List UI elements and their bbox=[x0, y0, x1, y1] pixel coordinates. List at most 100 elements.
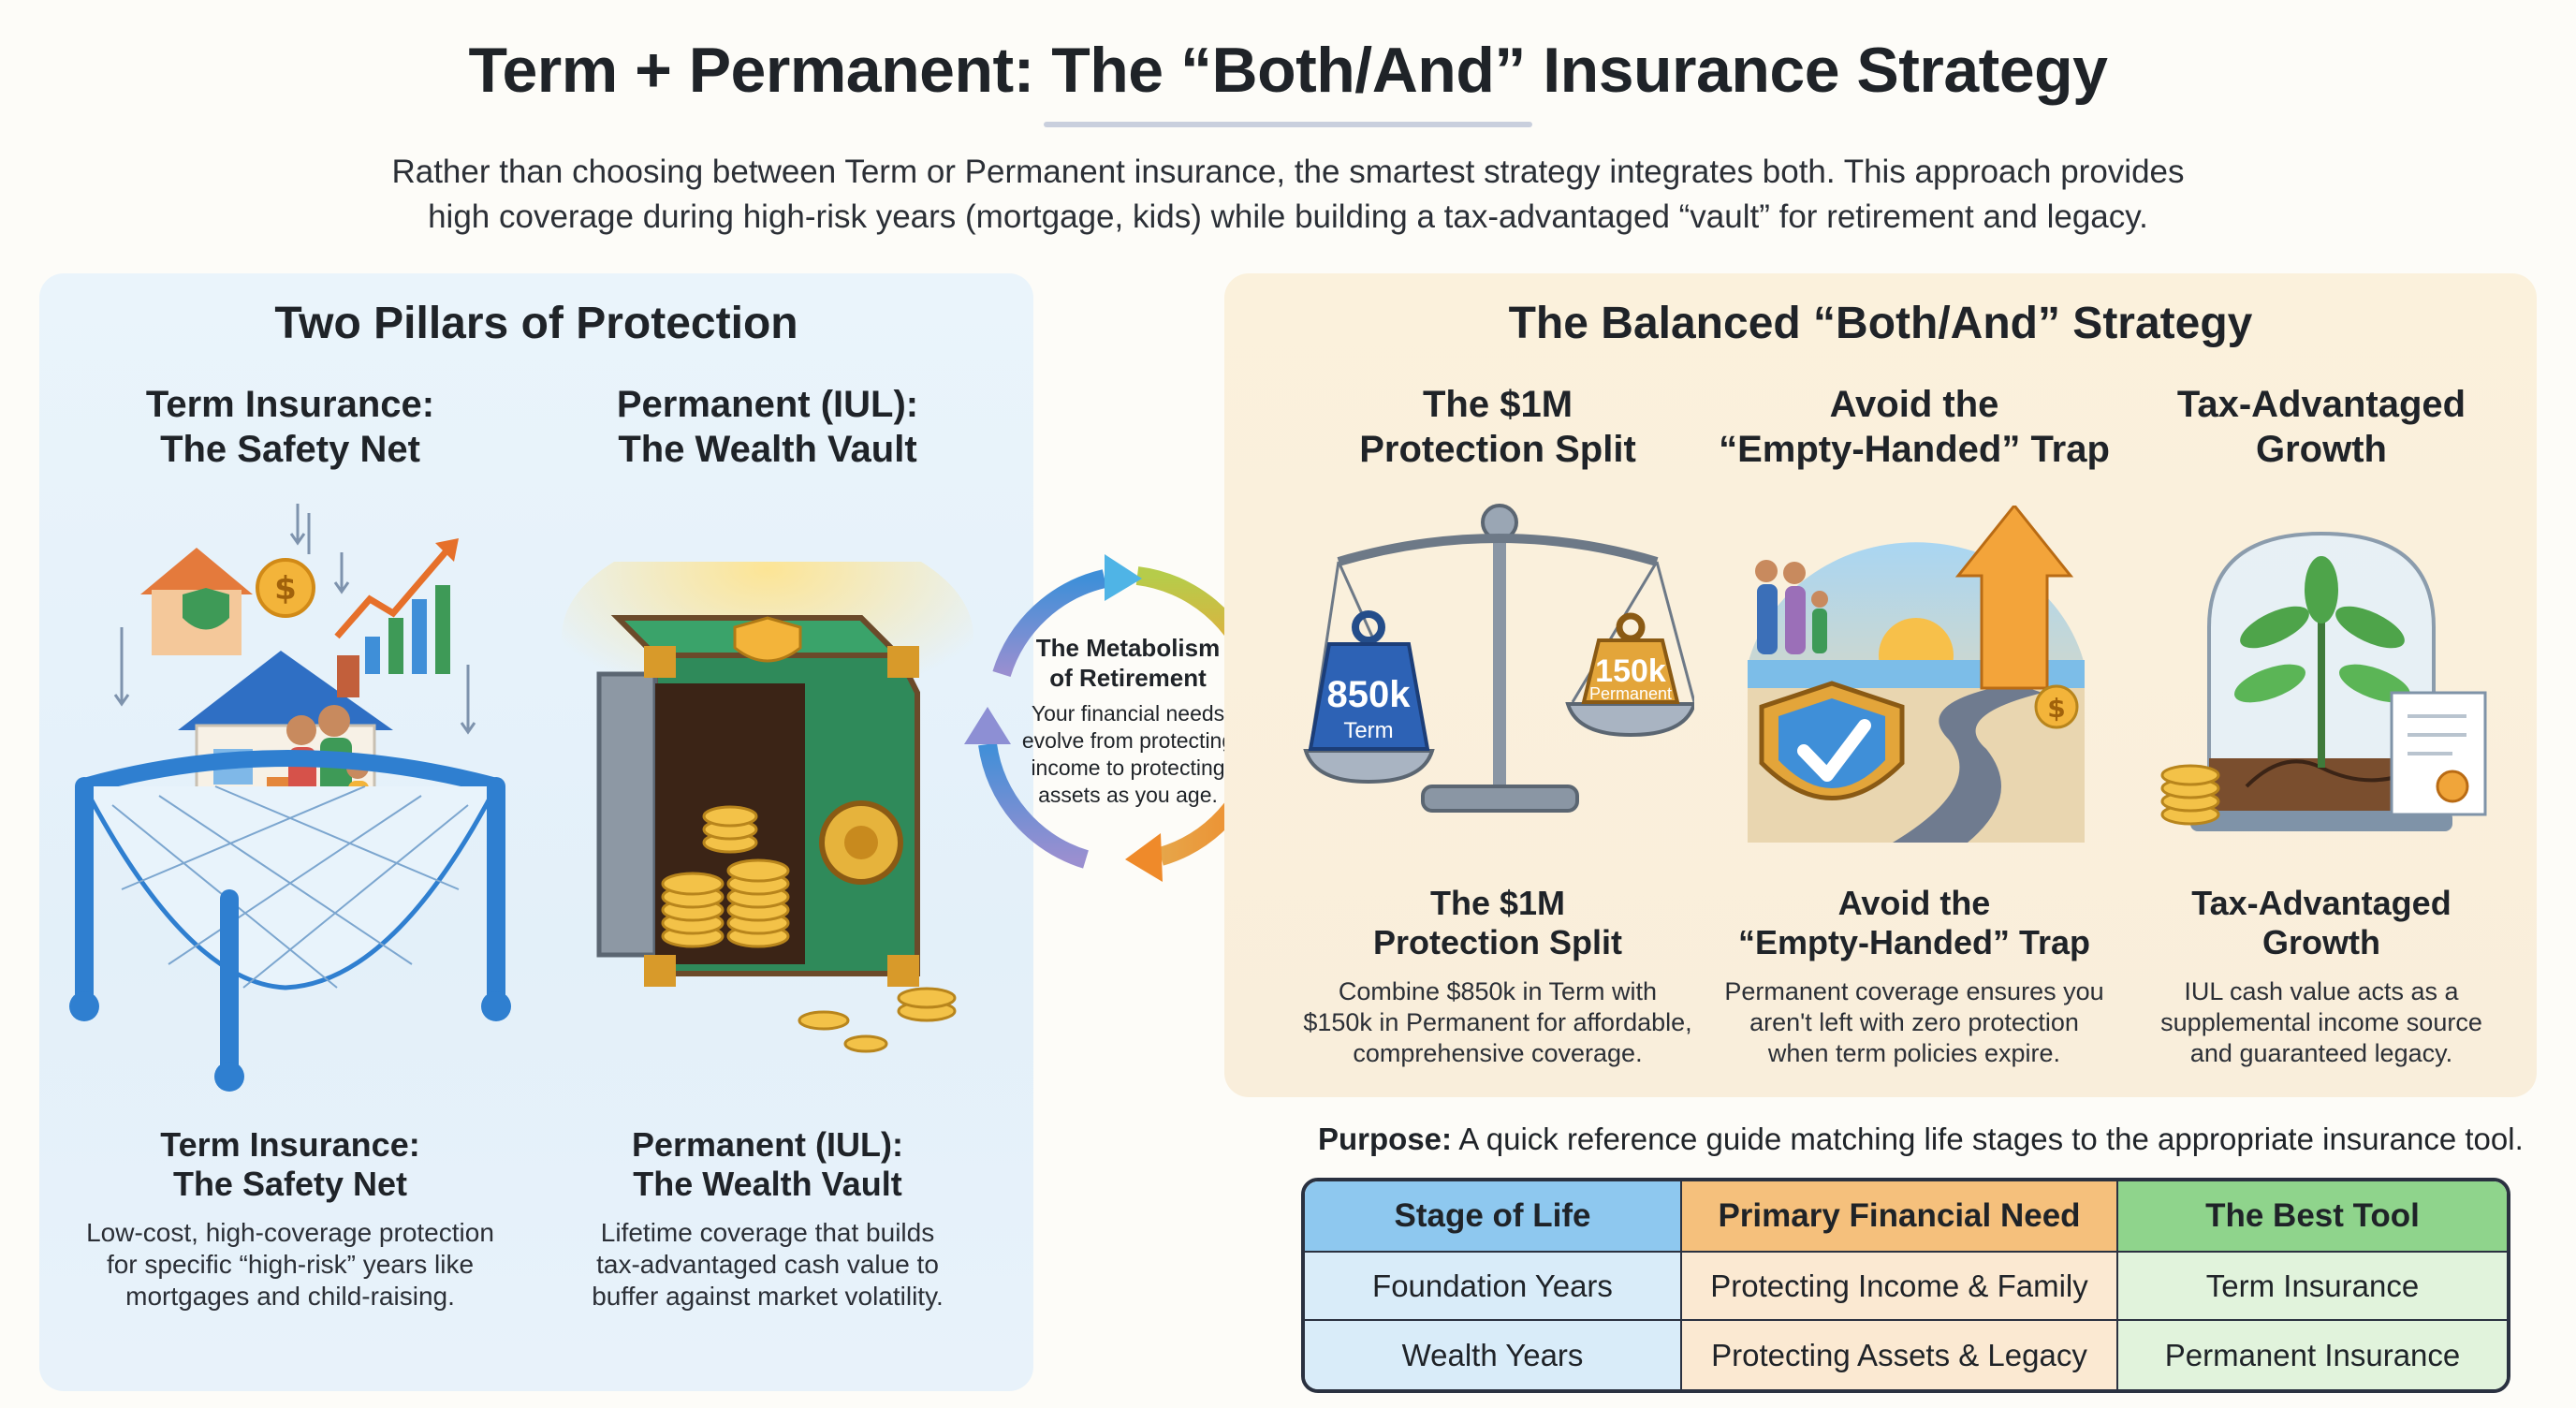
wealth-vault-illustration bbox=[562, 562, 973, 1053]
term-weight-amount: 850k bbox=[1327, 674, 1412, 715]
table-cell-need: Protecting Income & Family bbox=[1682, 1253, 2118, 1321]
gold-coins-icon bbox=[2160, 764, 2220, 826]
term-title-line-1: Term Insurance: bbox=[145, 384, 435, 425]
cycle-body-line-2: evolve from protecting bbox=[1021, 728, 1235, 753]
safety-net-icon bbox=[69, 750, 511, 1092]
term-weight-label: Term bbox=[1343, 718, 1393, 743]
cycle-body-line-1: Your financial needs bbox=[1031, 701, 1225, 726]
term-desc-line-2: for specific “high-risk” years like bbox=[106, 1250, 475, 1279]
table-header-tool: The Best Tool bbox=[2118, 1181, 2507, 1253]
term-description: Low-cost, high-coverage protection for s… bbox=[56, 1217, 524, 1313]
up-arrow-icon bbox=[1954, 506, 2074, 690]
growth-desc-line-1: IUL cash value acts as a bbox=[2184, 977, 2459, 1005]
empty-handed-trap-illustration: $ bbox=[1748, 506, 2085, 843]
permanent-title-bottom: Permanent (IUL): The Wealth Vault bbox=[552, 1125, 983, 1204]
trap-title-line-2: “Empty-Handed” Trap bbox=[1737, 923, 2091, 961]
trap-desc-line-3: when term policies expire. bbox=[1767, 1039, 2061, 1067]
permanent-title-line-1: Permanent (IUL): bbox=[616, 384, 919, 425]
permanent-title-line-2: The Wealth Vault bbox=[618, 429, 917, 470]
term-title-line-1: Term Insurance: bbox=[160, 1125, 420, 1164]
house-icon bbox=[140, 548, 253, 655]
title-underline bbox=[1044, 122, 1532, 127]
split-desc-line-3: comprehensive coverage. bbox=[1353, 1039, 1643, 1067]
permanent-desc-line-1: Lifetime coverage that builds bbox=[600, 1218, 935, 1247]
growth-title-line-1: Tax-Advantaged bbox=[2191, 884, 2452, 922]
cycle-title-line-2: of Retirement bbox=[1049, 664, 1207, 692]
cycle-title-line-1: The Metabolism bbox=[1035, 634, 1221, 662]
trap-desc-line-1: Permanent coverage ensures you bbox=[1724, 977, 2104, 1005]
shield-icon bbox=[733, 616, 802, 663]
balance-scale-icon: 850k Term 150k Permanent bbox=[1303, 504, 1694, 813]
trap-title-line-1: Avoid the bbox=[1829, 384, 1999, 425]
growth-title-top: Tax-Advantaged Growth bbox=[2125, 382, 2518, 472]
trap-title-line-2: “Empty-Handed” Trap bbox=[1719, 429, 2110, 470]
intro-line-2: high coverage during high-risk years (mo… bbox=[428, 198, 2148, 235]
permanent-title-top: Permanent (IUL): The Wealth Vault bbox=[552, 382, 983, 472]
table-cell-tool: Term Insurance bbox=[2118, 1253, 2507, 1321]
safety-net-illustration: $ bbox=[69, 504, 511, 1092]
svg-text:$: $ bbox=[274, 570, 297, 608]
growth-title-bottom: Tax-Advantaged Growth bbox=[2125, 884, 2518, 962]
term-desc-line-1: Low-cost, high-coverage protection bbox=[86, 1218, 494, 1247]
term-title-bottom: Term Insurance: The Safety Net bbox=[75, 1125, 505, 1204]
split-title-bottom: The $1M Protection Split bbox=[1292, 884, 1704, 962]
family-icon bbox=[1755, 560, 1828, 654]
growth-chart-icon bbox=[334, 538, 459, 674]
cycle-body-line-3: income to protecting bbox=[1031, 755, 1225, 780]
falling-arrows-icon bbox=[113, 504, 476, 735]
two-pillars-heading: Two Pillars of Protection bbox=[274, 299, 798, 348]
gold-coins-icon bbox=[661, 805, 957, 1053]
trap-title-top: Avoid the “Empty-Handed” Trap bbox=[1704, 382, 2125, 472]
split-title-line-1: The $1M bbox=[1429, 884, 1566, 922]
split-title-line-2: Protection Split bbox=[1359, 429, 1636, 470]
permanent-title-line-2: The Wealth Vault bbox=[633, 1165, 902, 1203]
trap-title-line-1: Avoid the bbox=[1837, 884, 1991, 922]
permanent-weight-amount: 150k bbox=[1595, 653, 1666, 689]
split-desc-line-2: $150k in Permanent for affordable, bbox=[1303, 1008, 1692, 1036]
cycle-description: Your financial needs evolve from protect… bbox=[1006, 700, 1250, 809]
split-title-line-1: The $1M bbox=[1422, 384, 1573, 425]
term-title-line-2: The Safety Net bbox=[160, 429, 420, 470]
intro-text: Rather than choosing between Term or Per… bbox=[281, 150, 2295, 240]
table-cell-stage: Wealth Years bbox=[1305, 1321, 1682, 1389]
permanent-weight-label: Permanent bbox=[1589, 684, 1672, 703]
tax-advantaged-growth-illustration bbox=[2160, 531, 2487, 831]
growth-title-line-2: Growth bbox=[2256, 429, 2387, 470]
split-desc-line-1: Combine $850k in Term with bbox=[1338, 977, 1658, 1005]
split-description: Combine $850k in Term with $150k in Perm… bbox=[1282, 976, 1713, 1069]
growth-description: IUL cash value acts as a supplemental in… bbox=[2125, 976, 2518, 1069]
term-desc-line-3: mortgages and child-raising. bbox=[125, 1282, 455, 1311]
trap-description: Permanent coverage ensures you aren't le… bbox=[1704, 976, 2125, 1069]
purpose-label: Purpose: bbox=[1318, 1122, 1453, 1156]
cycle-body-line-4: assets as you age. bbox=[1038, 783, 1218, 807]
both-and-heading: The Balanced “Both/And” Strategy bbox=[1508, 299, 2253, 348]
dollar-coin-icon: $ bbox=[256, 558, 315, 618]
svg-text:$: $ bbox=[2047, 693, 2065, 724]
growth-title-line-1: Tax-Advantaged bbox=[2176, 384, 2466, 425]
reference-table: Stage of Life Primary Financial Need The… bbox=[1301, 1178, 2510, 1393]
cycle-title: The Metabolism of Retirement bbox=[1016, 633, 1240, 693]
permanent-desc-line-3: buffer against market volatility. bbox=[592, 1282, 944, 1311]
permanent-desc-line-2: tax-advantaged cash value to bbox=[596, 1250, 939, 1279]
growth-desc-line-3: and guaranteed legacy. bbox=[2189, 1039, 2453, 1067]
permanent-description: Lifetime coverage that builds tax-advant… bbox=[534, 1217, 1002, 1313]
table-cell-stage: Foundation Years bbox=[1305, 1253, 1682, 1321]
road-icon bbox=[1893, 683, 2042, 843]
trap-desc-line-2: aren't left with zero protection bbox=[1749, 1008, 2079, 1036]
table-cell-need: Protecting Assets & Legacy bbox=[1682, 1321, 2118, 1389]
purpose-text: A quick reference guide matching life st… bbox=[1452, 1122, 2524, 1156]
purpose-line: Purpose: A quick reference guide matchin… bbox=[1318, 1122, 2524, 1157]
permanent-title-line-1: Permanent (IUL): bbox=[631, 1125, 904, 1164]
table-cell-tool: Permanent Insurance bbox=[2118, 1321, 2507, 1389]
term-title-top: Term Insurance: The Safety Net bbox=[75, 382, 505, 472]
shield-check-icon bbox=[1759, 681, 1905, 800]
page-title: Term + Permanent: The “Both/And” Insuran… bbox=[468, 35, 2108, 106]
growth-desc-line-2: supplemental income source bbox=[2160, 1008, 2482, 1036]
split-title-line-2: Protection Split bbox=[1372, 923, 1622, 961]
split-title-top: The $1M Protection Split bbox=[1292, 382, 1704, 472]
trap-title-bottom: Avoid the “Empty-Handed” Trap bbox=[1704, 884, 2125, 962]
growth-title-line-2: Growth bbox=[2262, 923, 2380, 961]
document-seal-icon bbox=[2390, 691, 2487, 816]
intro-line-1: Rather than choosing between Term or Per… bbox=[391, 154, 2185, 190]
table-header-need: Primary Financial Need bbox=[1682, 1181, 2118, 1253]
